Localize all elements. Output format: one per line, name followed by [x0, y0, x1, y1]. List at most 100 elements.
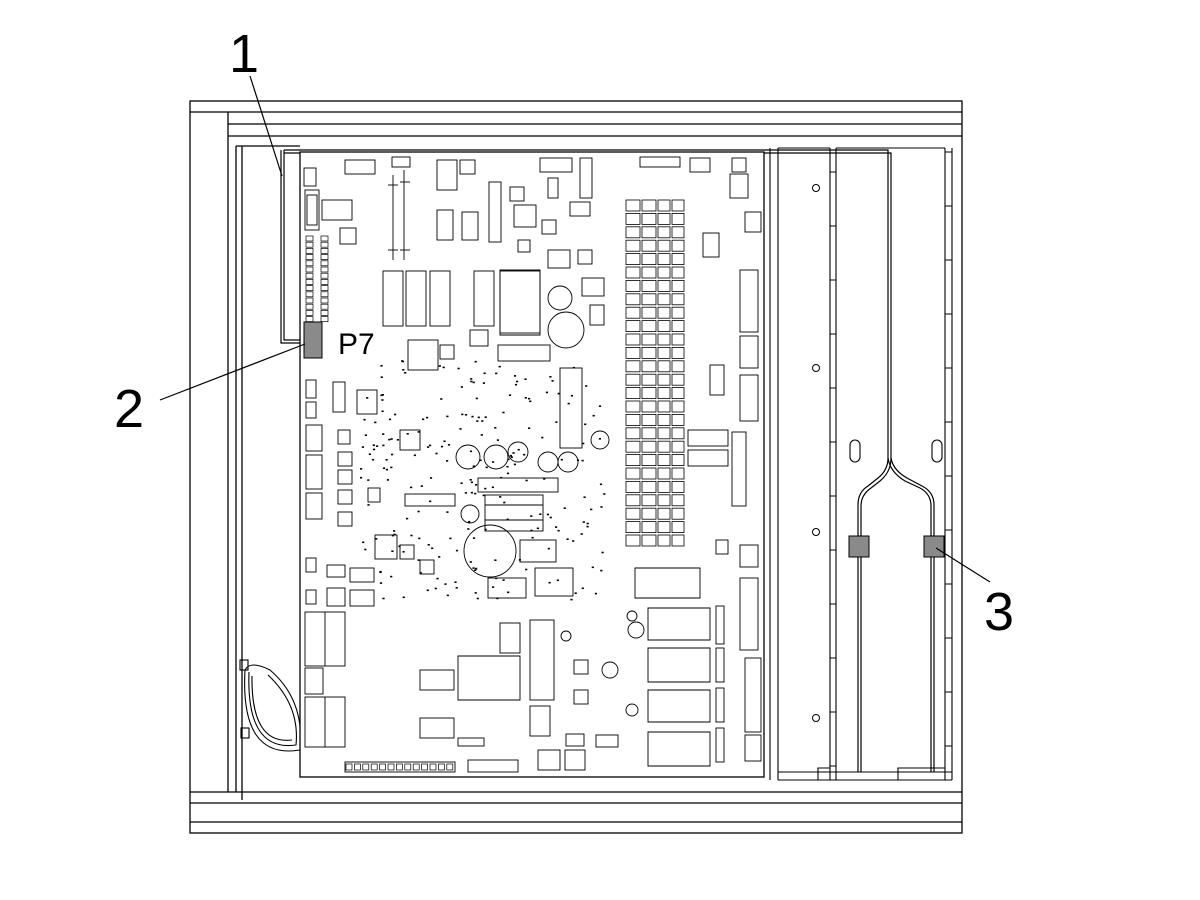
- relay-cell: [671, 306, 685, 319]
- smd-part: [492, 586, 495, 588]
- relay-cell: [625, 320, 641, 333]
- smd-part: [523, 453, 526, 456]
- smd-part: [410, 534, 413, 537]
- relay-cell: [657, 293, 671, 306]
- relay-cell: [671, 534, 685, 547]
- relay-cell: [625, 507, 641, 520]
- smd-part: [371, 458, 375, 461]
- pin: [305, 272, 314, 279]
- relay-cell: [657, 467, 671, 480]
- pin: [320, 316, 329, 322]
- smd-part: [382, 444, 385, 447]
- pin: [305, 285, 314, 291]
- smd-part: [360, 476, 363, 479]
- smd-part: [427, 446, 430, 448]
- smd-part: [524, 397, 527, 399]
- smd-part: [460, 482, 463, 484]
- relay-cell: [657, 333, 671, 346]
- smd-part: [398, 545, 401, 548]
- relay-cell: [625, 306, 641, 319]
- smd-part: [494, 427, 497, 429]
- smd-part: [498, 365, 501, 368]
- relay-column: [625, 199, 685, 547]
- pin: [305, 279, 314, 285]
- smd-part: [496, 439, 499, 441]
- smd-part: [406, 517, 409, 520]
- smd-part: [474, 360, 477, 363]
- pin: [320, 266, 329, 273]
- relay-cell: [671, 413, 685, 426]
- relay-cell: [641, 413, 657, 426]
- relay-cell: [625, 494, 641, 507]
- smd-part: [469, 450, 473, 453]
- smd-part: [360, 468, 363, 470]
- pin: [438, 763, 445, 771]
- relay-cell: [625, 440, 641, 453]
- cable-loop: [239, 659, 302, 752]
- relay-cell: [625, 454, 641, 467]
- smd-part: [546, 513, 549, 516]
- smd-part: [500, 476, 503, 479]
- smd-part: [381, 399, 384, 401]
- smd-part: [549, 516, 552, 519]
- pin: [305, 248, 314, 254]
- smd-part: [470, 378, 473, 380]
- smd-part: [598, 405, 602, 407]
- smd-part: [431, 547, 434, 550]
- smd-part: [475, 567, 478, 570]
- relay-cell: [625, 346, 641, 359]
- relay-cell: [641, 494, 657, 507]
- smd-part: [472, 537, 476, 539]
- relay-cell: [671, 253, 685, 266]
- smd-part: [372, 444, 375, 446]
- pin: [320, 248, 329, 254]
- smd-part: [434, 587, 437, 590]
- smd-part: [446, 460, 449, 462]
- pin: [429, 763, 437, 771]
- pin: [320, 241, 329, 248]
- relay-cell: [625, 427, 641, 440]
- smd-part: [367, 504, 370, 506]
- smd-part: [581, 587, 584, 590]
- relay-cell: [625, 239, 641, 252]
- relay-cell: [657, 373, 671, 386]
- relay-cell: [641, 212, 657, 225]
- smd-part: [446, 511, 449, 513]
- smd-part: [426, 589, 429, 592]
- relay-cell: [625, 360, 641, 373]
- relay-cell: [641, 346, 657, 359]
- smd-part: [477, 416, 480, 419]
- smd-part: [364, 434, 367, 436]
- smd-part: [509, 454, 512, 457]
- smd-part: [410, 486, 413, 489]
- smd-part: [484, 487, 487, 490]
- relay-cell: [641, 293, 657, 306]
- relay-cell: [657, 480, 671, 493]
- pin: [320, 272, 329, 279]
- smd-part: [590, 508, 593, 511]
- smd-part: [541, 436, 544, 439]
- relay-cell: [671, 346, 685, 359]
- smd-part: [563, 507, 566, 509]
- pin: [345, 763, 353, 771]
- relay-cell: [671, 467, 685, 480]
- hole: [812, 528, 820, 536]
- smd-part: [525, 479, 528, 482]
- relay-cell: [657, 266, 671, 279]
- control-board: [299, 151, 765, 778]
- pin: [305, 260, 314, 267]
- pin: [320, 303, 329, 310]
- smd-part: [516, 380, 519, 383]
- pin: [354, 763, 361, 771]
- smd-part: [555, 421, 558, 423]
- smd-part: [422, 418, 425, 421]
- left-header-pins: [305, 235, 329, 322]
- pin: [320, 254, 329, 260]
- smd-part: [485, 466, 488, 469]
- smd-part: [481, 420, 484, 422]
- smd-part: [484, 416, 487, 418]
- callout-3: 3: [984, 582, 1014, 642]
- relay-cell: [657, 440, 671, 453]
- pin: [404, 763, 412, 771]
